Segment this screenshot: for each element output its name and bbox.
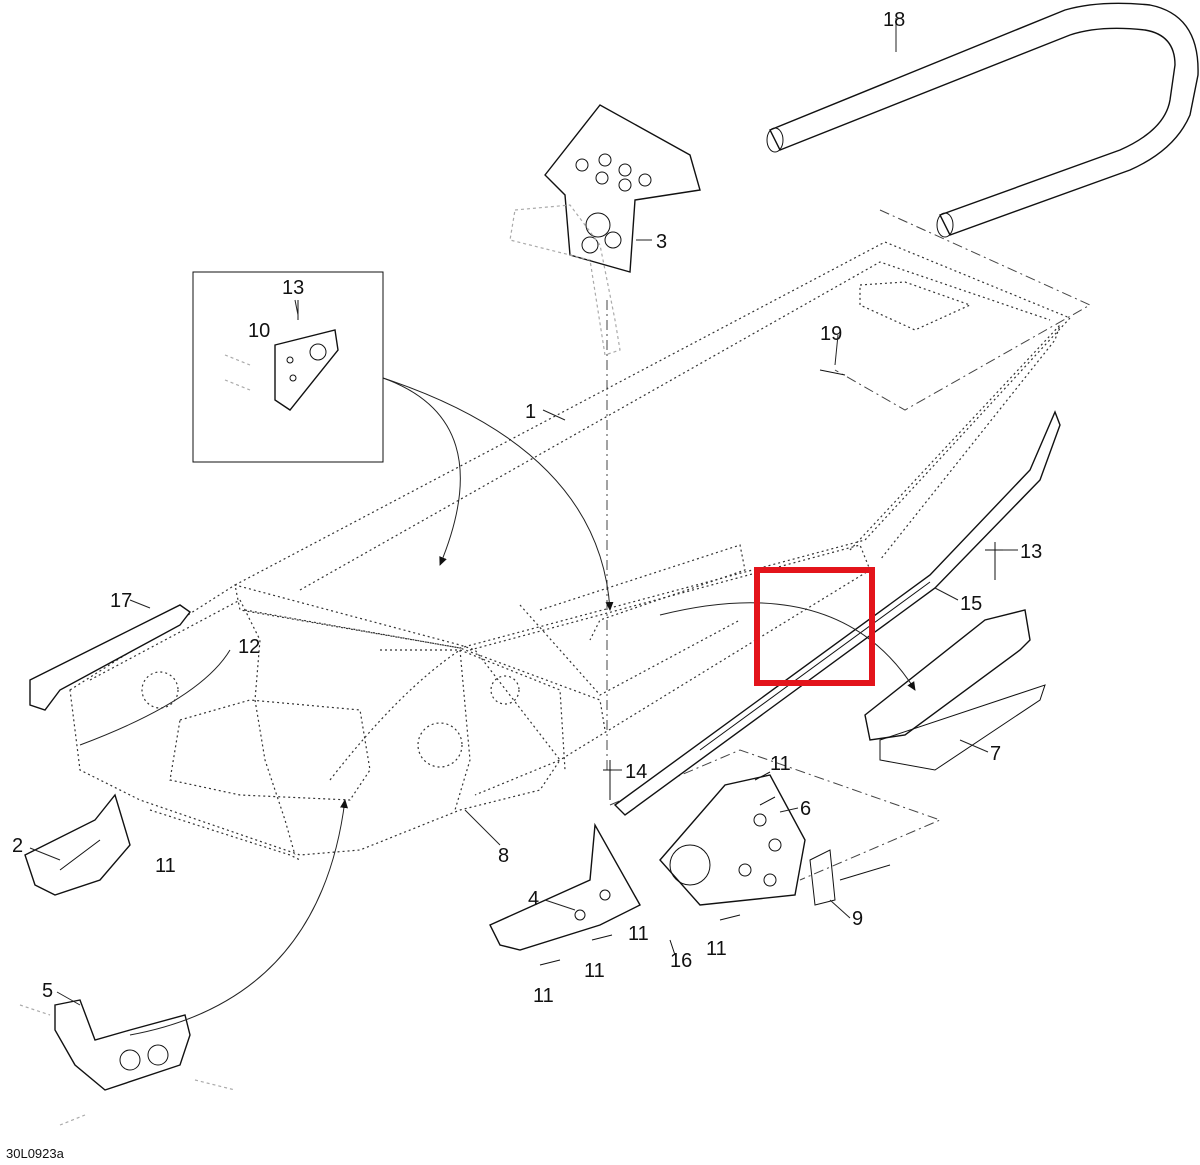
- callout-5: 5: [42, 980, 53, 1002]
- fasteners: [79, 369, 1010, 966]
- callout-18: 18: [883, 9, 905, 31]
- drawing-code: 30L0923a: [6, 1146, 65, 1161]
- suspension-plate-6: [659, 774, 891, 906]
- callout-1: 1: [525, 401, 536, 423]
- detail-box: [192, 271, 614, 611]
- slide-rail-15: [613, 410, 1061, 816]
- callout-4: 4: [528, 888, 539, 910]
- callout-3: 3: [656, 231, 667, 253]
- callout-11c: 11: [628, 923, 649, 945]
- bracket-3: [509, 104, 701, 770]
- side-bracket-4: [489, 822, 641, 951]
- bracket-2: [24, 793, 131, 896]
- bracket-5: [19, 799, 348, 1126]
- callout-11b: 11: [155, 855, 176, 877]
- callout-13a: 13: [282, 277, 304, 299]
- callout-14: 14: [625, 761, 647, 783]
- callout-2: 2: [12, 835, 23, 857]
- callout-8: 8: [498, 845, 509, 867]
- rear-bumper-18: [766, 2, 1199, 238]
- callout-7: 7: [990, 743, 1001, 765]
- callout-6: 6: [800, 798, 811, 820]
- callout-9: 9: [852, 908, 863, 930]
- callout-13b: 13: [1020, 541, 1042, 563]
- engine-cradle: [69, 584, 566, 861]
- highlight-box: [754, 567, 875, 686]
- callout-17: 17: [110, 590, 132, 612]
- callout-11d: 11: [706, 938, 727, 960]
- callout-11f: 11: [533, 985, 554, 1007]
- assembly-guides: [609, 209, 1092, 881]
- callout-11e: 11: [584, 960, 605, 982]
- callout-16: 16: [670, 950, 692, 972]
- bracket-17: [29, 604, 192, 711]
- callouts: 1 2 3 4 5 6 7 8 9 10 11 11 11 11 11 11 1…: [12, 9, 1042, 1007]
- callout-19: 19: [820, 323, 842, 345]
- callout-10: 10: [248, 320, 270, 342]
- callout-leaders: [29, 239, 1018, 1006]
- running-board-7: [659, 602, 1046, 771]
- callout-12: 12: [238, 636, 260, 658]
- callout-11a: 11: [770, 753, 791, 775]
- callout-15: 15: [960, 593, 982, 615]
